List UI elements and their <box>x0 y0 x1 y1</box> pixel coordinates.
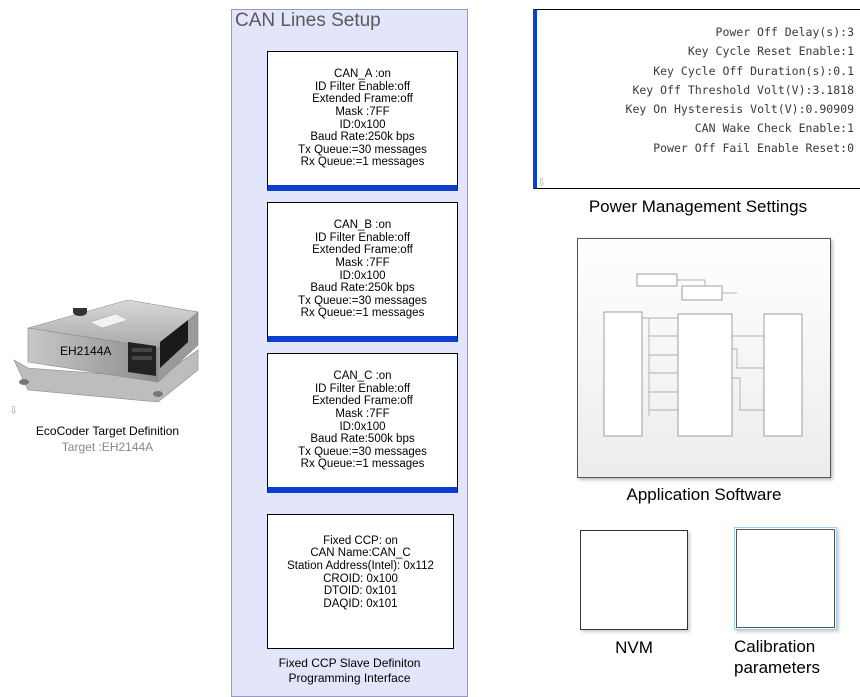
can-c-line: Mask :7FF <box>335 407 390 420</box>
calibration-title-line-2: parameters <box>734 658 820 677</box>
can-b-line: Tx Queue:=30 messages <box>298 294 427 307</box>
can-c-line: Rx Queue:=1 messages <box>300 458 425 471</box>
can-a-line: Mask :7FF <box>335 105 390 118</box>
power-setting-line: Key On Hysteresis Volt(V):0.90909 <box>625 102 854 117</box>
can-a-line: Tx Queue:=30 messages <box>298 143 427 156</box>
can-c-line: Baud Rate:500k bps <box>310 433 415 446</box>
can-b-line: Mask :7FF <box>335 256 390 269</box>
calibration-title-line-1: Calibration <box>734 637 816 656</box>
ecu-model-label: EH2144A <box>60 344 112 358</box>
can-b-line: CAN_B :on <box>333 219 392 232</box>
fixed-ccp-title: Fixed CCP Slave Definiton Programming In… <box>231 656 468 686</box>
can-c-line: Extended Frame:off <box>312 395 413 408</box>
can-b-line: Baud Rate:250k bps <box>310 282 415 295</box>
ecu-target-image[interactable] <box>8 290 203 410</box>
can-c-line: ID:0x100 <box>339 420 386 433</box>
ecu-block-target: Target :EH2144A <box>61 440 154 454</box>
ccp-title-line-2: Programming Interface <box>288 671 411 685</box>
can-lines-setup-title: CAN Lines Setup <box>235 10 381 31</box>
can-a-line: ID Filter Enable:off <box>314 80 411 93</box>
ccp-line: Station Address(Intel): 0x112 <box>287 559 434 572</box>
can-a-block[interactable]: CAN_A :on ID Filter Enable:off Extended … <box>267 51 458 191</box>
ccp-line: DAQID: 0x101 <box>323 597 398 610</box>
can-b-line: ID:0x100 <box>339 269 386 282</box>
can-b-line: Rx Queue:=1 messages <box>300 307 425 320</box>
can-c-block[interactable]: CAN_C :on ID Filter Enable:off Extended … <box>267 353 458 493</box>
can-c-line: CAN_C :on <box>333 370 392 383</box>
power-setting-line: Power Off Delay(s):3 <box>715 25 854 39</box>
ccp-title-line-1: Fixed CCP Slave Definiton <box>278 656 421 670</box>
power-setting-line: CAN Wake Check Enable:1 <box>694 121 854 136</box>
can-a-line: CAN_A :on <box>334 68 391 81</box>
ccp-line: DTOID: 0x101 <box>323 585 398 598</box>
power-setting-line: Key Off Threshold Volt(V):3.1818 <box>632 82 854 97</box>
can-a-line: Rx Queue:=1 messages <box>300 156 425 169</box>
calibration-parameters-block[interactable] <box>734 527 837 630</box>
calibration-parameters-title: Calibration parameters <box>734 636 820 678</box>
application-software-title: Application Software <box>626 485 782 504</box>
fixed-ccp-block[interactable]: Fixed CCP: on CAN Name:CAN_C Station Add… <box>267 514 454 649</box>
ccp-line: CROID: 0x100 <box>323 572 398 585</box>
can-b-block[interactable]: CAN_B :on ID Filter Enable:off Extended … <box>267 202 458 342</box>
can-a-line: Extended Frame:off <box>312 93 413 106</box>
nvm-title: NVM <box>615 638 653 657</box>
application-diagram-preview <box>603 273 803 437</box>
ccp-line: CAN Name:CAN_C <box>310 547 411 560</box>
nvm-block[interactable] <box>580 530 688 630</box>
power-settings-list: Power Off Delay(s):3 Key Cycle Reset Ena… <box>626 23 854 158</box>
down-arrow-icon: ⇩ <box>9 405 19 417</box>
power-setting-line: Key Cycle Reset Enable:1 <box>687 44 854 59</box>
can-a-line: Baud Rate:250k bps <box>310 131 415 144</box>
ccp-line: Fixed CCP: on <box>323 534 398 547</box>
power-management-block[interactable] <box>533 9 860 189</box>
can-b-line: Extended Frame:off <box>312 244 413 257</box>
can-c-line: Tx Queue:=30 messages <box>298 445 427 458</box>
can-c-line: ID Filter Enable:off <box>314 382 411 395</box>
power-setting-line: Key Cycle Off Duration(s):0.1 <box>653 63 854 78</box>
can-a-line: ID:0x100 <box>339 118 386 131</box>
power-management-title: Power Management Settings <box>588 197 808 216</box>
power-setting-line: Power Off Fail Enable Reset:0 <box>653 140 854 155</box>
ecu-block-title: EcoCoder Target Definition <box>35 424 180 438</box>
can-b-line: ID Filter Enable:off <box>314 231 411 244</box>
down-arrow-icon: ⇩ <box>537 177 547 189</box>
